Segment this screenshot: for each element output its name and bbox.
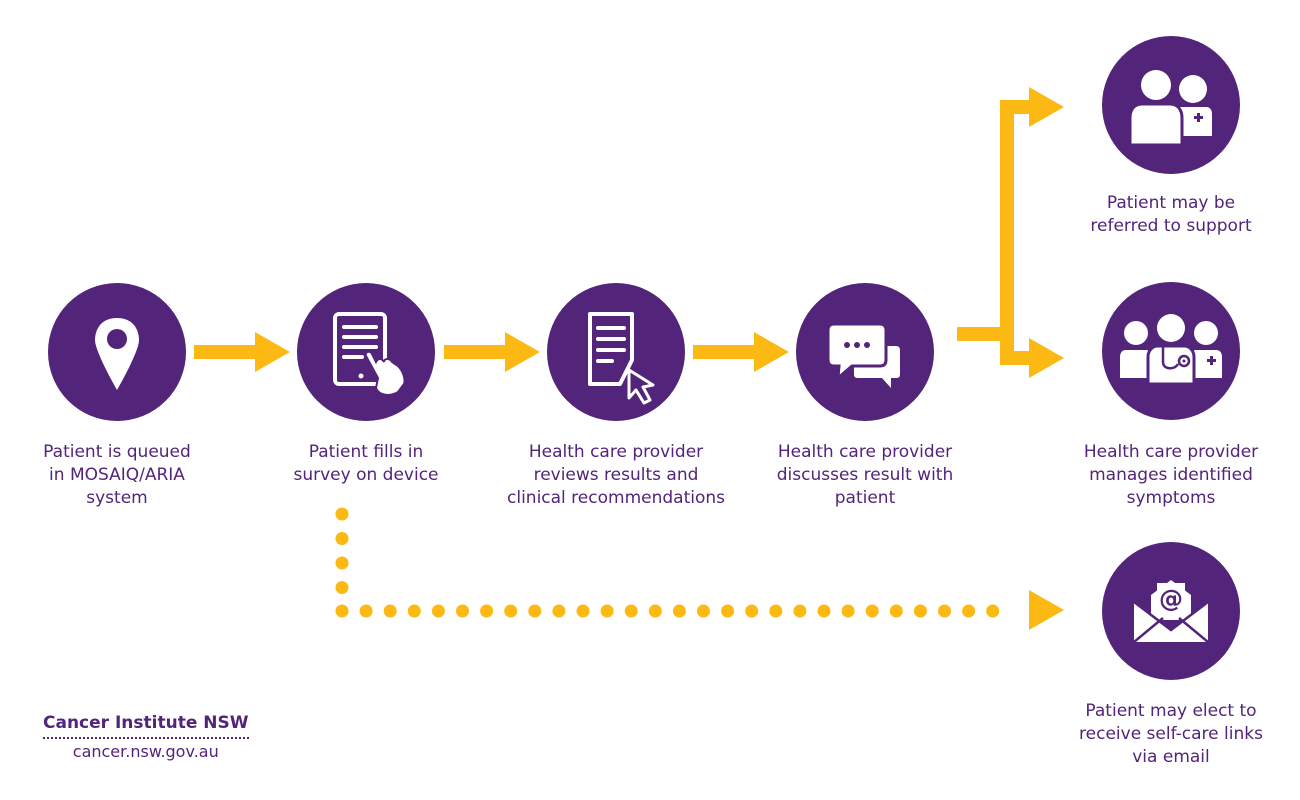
dotted-connector-dot [552, 604, 566, 618]
dotted-connector-dot [624, 604, 638, 618]
dotted-connector-dot [600, 604, 614, 618]
dotted-connector-dot [793, 604, 807, 618]
node-label-email: Patient may elect to receive self-care l… [1079, 701, 1263, 767]
medical-team-icon [1120, 312, 1222, 386]
dotted-connector-dot [335, 532, 349, 545]
node-referred [1102, 36, 1240, 174]
node-label-referred: Patient may be referred to support [1090, 193, 1252, 236]
dotted-connector-dot [335, 581, 349, 594]
arrow-head-to-manages [1029, 338, 1064, 378]
dotted-connector-dot [938, 604, 951, 618]
tablet-touch-icon [333, 312, 406, 396]
node-manages [1102, 282, 1240, 420]
node-queued [48, 283, 186, 421]
node-label-review: Health care provider reviews results and… [507, 442, 725, 508]
dotted-arrow-survey-to-email [335, 507, 1000, 618]
dotted-connector-dot [335, 507, 349, 521]
arrow-queued-to-survey [194, 332, 290, 372]
dotted-connector-dot [431, 604, 445, 618]
dotted-connector-dot [962, 604, 976, 618]
dotted-connector-dot [335, 604, 349, 618]
node-label-manages: Health care provider manages identified … [1083, 442, 1259, 508]
dotted-connector-dot [769, 604, 783, 618]
dotted-connector-dot [986, 604, 1000, 618]
dotted-connector-dot [672, 604, 686, 618]
dotted-connector-dot [456, 604, 469, 618]
chat-bubbles-icon [826, 322, 900, 388]
dotted-connector-dot [576, 604, 590, 618]
node-label-queued: Patient is queued in MOSAIQ/ARIA system [43, 442, 191, 508]
node-label-survey: Patient fills in survey on device [293, 442, 439, 485]
dotted-connector-dot [648, 604, 662, 618]
email-at-icon: @ [1133, 580, 1209, 643]
node-email: @ [1102, 542, 1240, 680]
brand-name: Cancer Institute NSW [43, 712, 249, 739]
node-review [547, 283, 685, 421]
dotted-connector-dot [817, 604, 831, 618]
node-survey [297, 283, 435, 421]
node-discuss [796, 283, 934, 421]
brand-url-link[interactable]: cancer.nsw.gov.au [72, 742, 219, 761]
arrow-survey-to-review [444, 332, 540, 372]
arrow-review-to-discuss [693, 332, 789, 372]
svg-text:@: @ [1159, 585, 1183, 613]
dotted-connector-dot [359, 604, 373, 618]
dotted-connector-dot [841, 604, 855, 618]
dotted-connector-dot [697, 604, 710, 618]
location-pin-icon [95, 318, 139, 390]
dotted-connector-dot [889, 604, 903, 618]
node-label-discuss: Health care provider discusses result wi… [776, 442, 954, 508]
arrow-head-to-referred [1029, 87, 1064, 127]
brand-block: Cancer Institute NSW cancer.nsw.gov.au [43, 712, 249, 763]
arrow-head-to-email [1029, 590, 1064, 630]
dotted-connector-dot [528, 604, 542, 618]
dotted-connector-dot [913, 604, 927, 618]
document-cursor-icon [588, 312, 655, 405]
patient-nurse-icon [1128, 68, 1212, 147]
dotted-connector-dot [865, 604, 879, 618]
branch-arrow-discuss [957, 87, 1064, 378]
dotted-connector-dot [480, 604, 494, 618]
dotted-connector-dot [335, 556, 349, 570]
dotted-connector-dot [383, 604, 397, 618]
dotted-connector-dot [721, 604, 735, 618]
dotted-connector-dot [504, 604, 518, 618]
dotted-connector-dot [407, 604, 421, 618]
dotted-connector-dot [745, 604, 759, 618]
